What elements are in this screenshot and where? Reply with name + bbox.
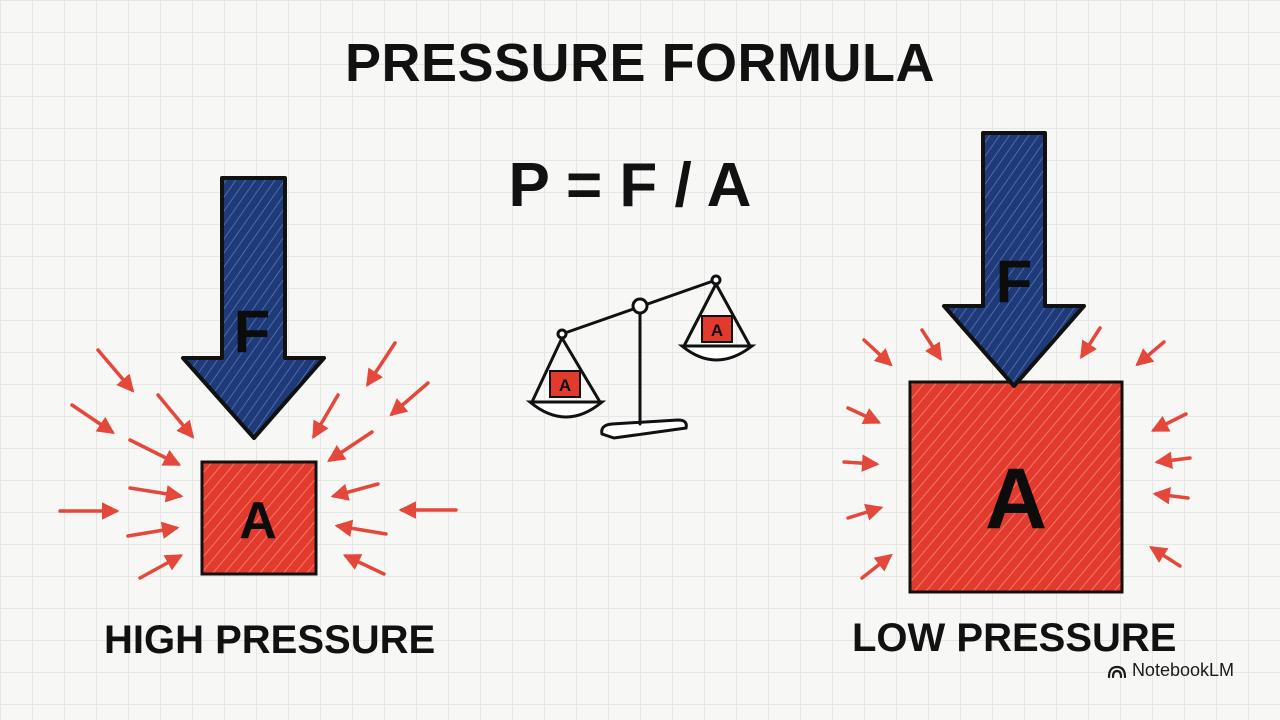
force-arrow-large bbox=[942, 131, 1086, 388]
pressure-arrow bbox=[330, 482, 380, 501]
pressure-arrow bbox=[862, 338, 893, 367]
pressure-arrow bbox=[1154, 451, 1192, 469]
scale-string bbox=[530, 336, 564, 404]
scale-string bbox=[682, 282, 718, 348]
pressure-arrow bbox=[366, 341, 397, 387]
low-pressure-label: LOW PRESSURE bbox=[852, 616, 1177, 660]
small-area-block bbox=[200, 460, 318, 576]
pressure-arrow bbox=[1150, 412, 1188, 432]
pressure-arrow bbox=[327, 430, 374, 462]
notebooklm-watermark: NotebookLM bbox=[1107, 660, 1234, 681]
pressure-arrow bbox=[138, 554, 184, 580]
scale-weight-left bbox=[549, 370, 581, 398]
scale-pan-right bbox=[677, 344, 757, 362]
area-label: A bbox=[239, 492, 277, 550]
pressure-arrow bbox=[1152, 487, 1190, 505]
pressure-arrow bbox=[128, 485, 184, 503]
area-label: A bbox=[985, 451, 1047, 547]
pressure-arrow bbox=[920, 328, 942, 361]
force-label: F bbox=[234, 298, 271, 365]
high-pressure-panel: F A bbox=[58, 176, 458, 580]
pressure-arrow bbox=[1135, 340, 1166, 367]
watermark-text: NotebookLM bbox=[1131, 660, 1234, 680]
pressure-arrow bbox=[842, 454, 880, 472]
pressure-arrow bbox=[156, 393, 195, 439]
small-pressure-arrows bbox=[842, 326, 1192, 580]
scale-left-label: A bbox=[559, 376, 571, 395]
force-arrow-small bbox=[181, 176, 326, 440]
pressure-arrow bbox=[126, 521, 180, 539]
pressure-arrow bbox=[334, 519, 388, 537]
pressure-arrow bbox=[342, 554, 386, 576]
pressure-arrow bbox=[846, 406, 882, 425]
pressure-arrow bbox=[128, 438, 182, 466]
force-label: F bbox=[996, 248, 1033, 315]
pressure-arrow bbox=[860, 553, 893, 580]
large-area-block bbox=[908, 380, 1124, 594]
high-pressure-label: HIGH PRESSURE bbox=[104, 618, 436, 662]
page-title: PRESSURE FORMULA bbox=[344, 33, 936, 93]
low-pressure-panel: A F bbox=[842, 131, 1192, 594]
pressure-arrow bbox=[389, 381, 430, 417]
scale-weight-right bbox=[701, 315, 733, 343]
scale-right-label: A bbox=[711, 321, 723, 340]
scale-pan-left bbox=[525, 400, 607, 419]
balance-scale bbox=[525, 274, 757, 440]
pressure-formula: P = F / A bbox=[508, 151, 752, 220]
notebooklm-logo-icon bbox=[1107, 665, 1127, 678]
pressure-arrow bbox=[312, 393, 340, 440]
pressure-arrow bbox=[846, 503, 884, 521]
pressure-arrow bbox=[70, 403, 115, 434]
pressure-arrow bbox=[1080, 326, 1102, 359]
pressure-arrow bbox=[1149, 546, 1182, 568]
scale-pivot bbox=[631, 297, 649, 315]
small-pressure-arrows bbox=[58, 341, 458, 580]
pressure-arrow bbox=[96, 348, 135, 393]
scale-base bbox=[600, 418, 688, 440]
